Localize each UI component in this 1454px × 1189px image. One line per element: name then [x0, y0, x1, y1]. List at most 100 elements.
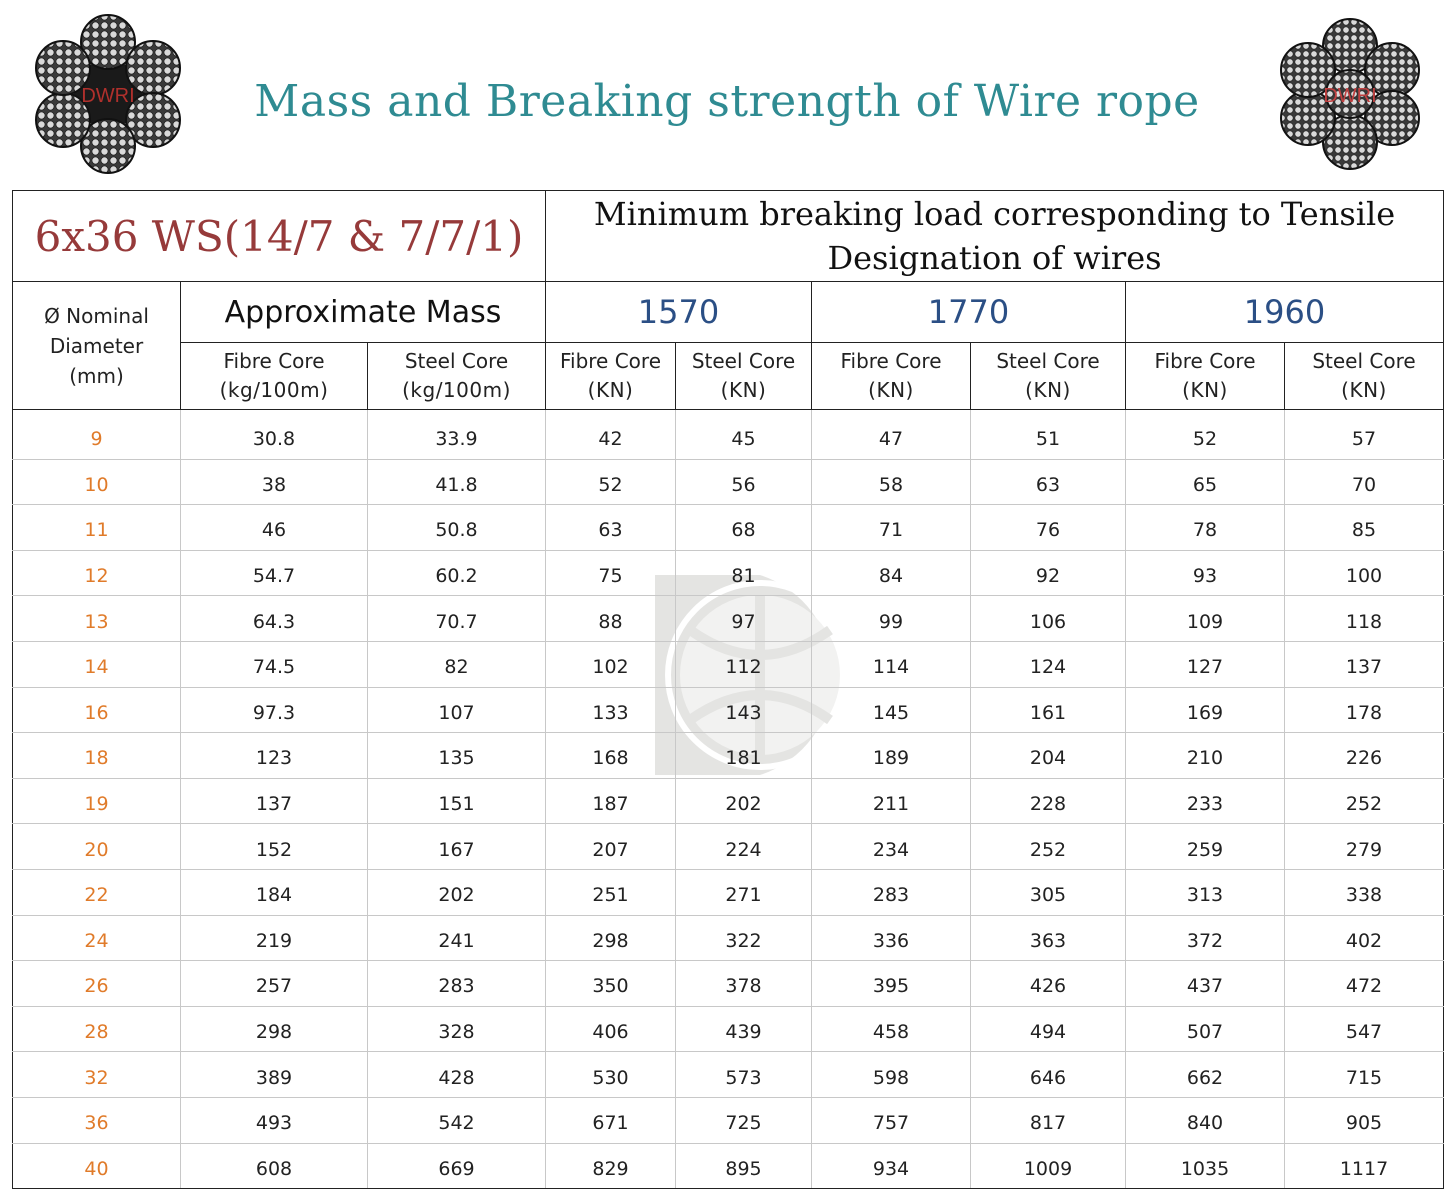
value-cell: 33.9 [367, 409, 546, 460]
diameter-cell: 19 [12, 778, 181, 825]
subheader-core-type: Steel Core [996, 349, 1100, 373]
value-cell: 145 [811, 687, 971, 734]
value-cell: 646 [970, 1051, 1126, 1098]
value-cell: 65 [1125, 459, 1285, 506]
value-cell: 85 [1283, 504, 1445, 551]
grade-heading-1960: 1960 [1124, 281, 1445, 343]
value-cell: 378 [675, 960, 812, 1007]
value-cell: 93 [1125, 550, 1285, 597]
value-cell: 70 [1283, 459, 1445, 506]
value-cell: 493 [180, 1097, 368, 1144]
nominal-heading-line3: (mm) [69, 363, 124, 388]
subheader-core-type: Fibre Core [840, 349, 942, 373]
value-cell: 60.2 [367, 550, 546, 597]
value-cell: 52 [1125, 409, 1285, 460]
diameter-cell: 22 [12, 869, 181, 916]
value-cell: 389 [180, 1051, 368, 1098]
value-cell: 123 [180, 732, 368, 779]
value-cell: 934 [811, 1143, 971, 1189]
diameter-cell: 20 [12, 823, 181, 870]
value-cell: 305 [970, 869, 1126, 916]
value-cell: 75 [545, 550, 676, 597]
value-cell: 547 [1283, 1006, 1445, 1053]
value-cell: 71 [811, 504, 971, 551]
value-cell: 137 [1283, 641, 1445, 688]
value-cell: 279 [1283, 823, 1445, 870]
value-cell: 1035 [1125, 1143, 1285, 1189]
value-cell: 54.7 [180, 550, 368, 597]
column-subheader: Fibre Core(KN) [811, 342, 971, 410]
value-cell: 573 [675, 1051, 812, 1098]
subheader-core-type: Fibre Core [223, 349, 325, 373]
value-cell: 161 [970, 687, 1126, 734]
value-cell: 313 [1125, 869, 1285, 916]
mbl-heading-line1: Minimum breaking load corresponding to T… [593, 195, 1396, 233]
value-cell: 283 [811, 869, 971, 916]
value-cell: 259 [1125, 823, 1285, 870]
value-cell: 224 [675, 823, 812, 870]
value-cell: 63 [970, 459, 1126, 506]
value-cell: 78 [1125, 504, 1285, 551]
value-cell: 84 [811, 550, 971, 597]
value-cell: 234 [811, 823, 971, 870]
value-cell: 52 [545, 459, 676, 506]
value-cell: 829 [545, 1143, 676, 1189]
value-cell: 81 [675, 550, 812, 597]
value-cell: 507 [1125, 1006, 1285, 1053]
value-cell: 118 [1283, 595, 1445, 642]
value-cell: 76 [970, 504, 1126, 551]
column-subheader: Fibre Core(kg/100m) [180, 342, 368, 410]
value-cell: 30.8 [180, 409, 368, 460]
column-subheader: Fibre Core(KN) [1125, 342, 1285, 410]
logo-right-text: DWRI [1323, 85, 1376, 107]
diameter-cell: 10 [12, 459, 181, 506]
value-cell: 135 [367, 732, 546, 779]
value-cell: 817 [970, 1097, 1126, 1144]
value-cell: 178 [1283, 687, 1445, 734]
value-cell: 112 [675, 641, 812, 688]
value-cell: 74.5 [180, 641, 368, 688]
value-cell: 257 [180, 960, 368, 1007]
diameter-cell: 16 [12, 687, 181, 734]
column-subheader: Steel Core(kg/100m) [367, 342, 546, 410]
value-cell: 1009 [970, 1143, 1126, 1189]
value-cell: 187 [545, 778, 676, 825]
grade-heading-1770: 1770 [811, 281, 1126, 343]
value-cell: 662 [1125, 1051, 1285, 1098]
value-cell: 68 [675, 504, 812, 551]
value-cell: 757 [811, 1097, 971, 1144]
value-cell: 271 [675, 869, 812, 916]
value-cell: 42 [545, 409, 676, 460]
value-cell: 70.7 [367, 595, 546, 642]
wire-rope-table: 6x36 WS(14/7 & 7/7/1) Minimum breaking l… [12, 190, 1445, 1189]
value-cell: 114 [811, 641, 971, 688]
value-cell: 47 [811, 409, 971, 460]
value-cell: 669 [367, 1143, 546, 1189]
value-cell: 226 [1283, 732, 1445, 779]
value-cell: 219 [180, 915, 368, 962]
value-cell: 530 [545, 1051, 676, 1098]
value-cell: 395 [811, 960, 971, 1007]
value-cell: 338 [1283, 869, 1445, 916]
value-cell: 458 [811, 1006, 971, 1053]
diameter-cell: 12 [12, 550, 181, 597]
value-cell: 46 [180, 504, 368, 551]
value-cell: 181 [675, 732, 812, 779]
nominal-heading-line1: Ø Nominal [44, 303, 149, 328]
value-cell: 895 [675, 1143, 812, 1189]
subheader-core-type: Steel Core [1312, 349, 1416, 373]
value-cell: 151 [367, 778, 546, 825]
value-cell: 233 [1125, 778, 1285, 825]
value-cell: 406 [545, 1006, 676, 1053]
value-cell: 127 [1125, 641, 1285, 688]
value-cell: 210 [1125, 732, 1285, 779]
value-cell: 88 [545, 595, 676, 642]
subheader-unit: (KN) [1025, 378, 1071, 402]
